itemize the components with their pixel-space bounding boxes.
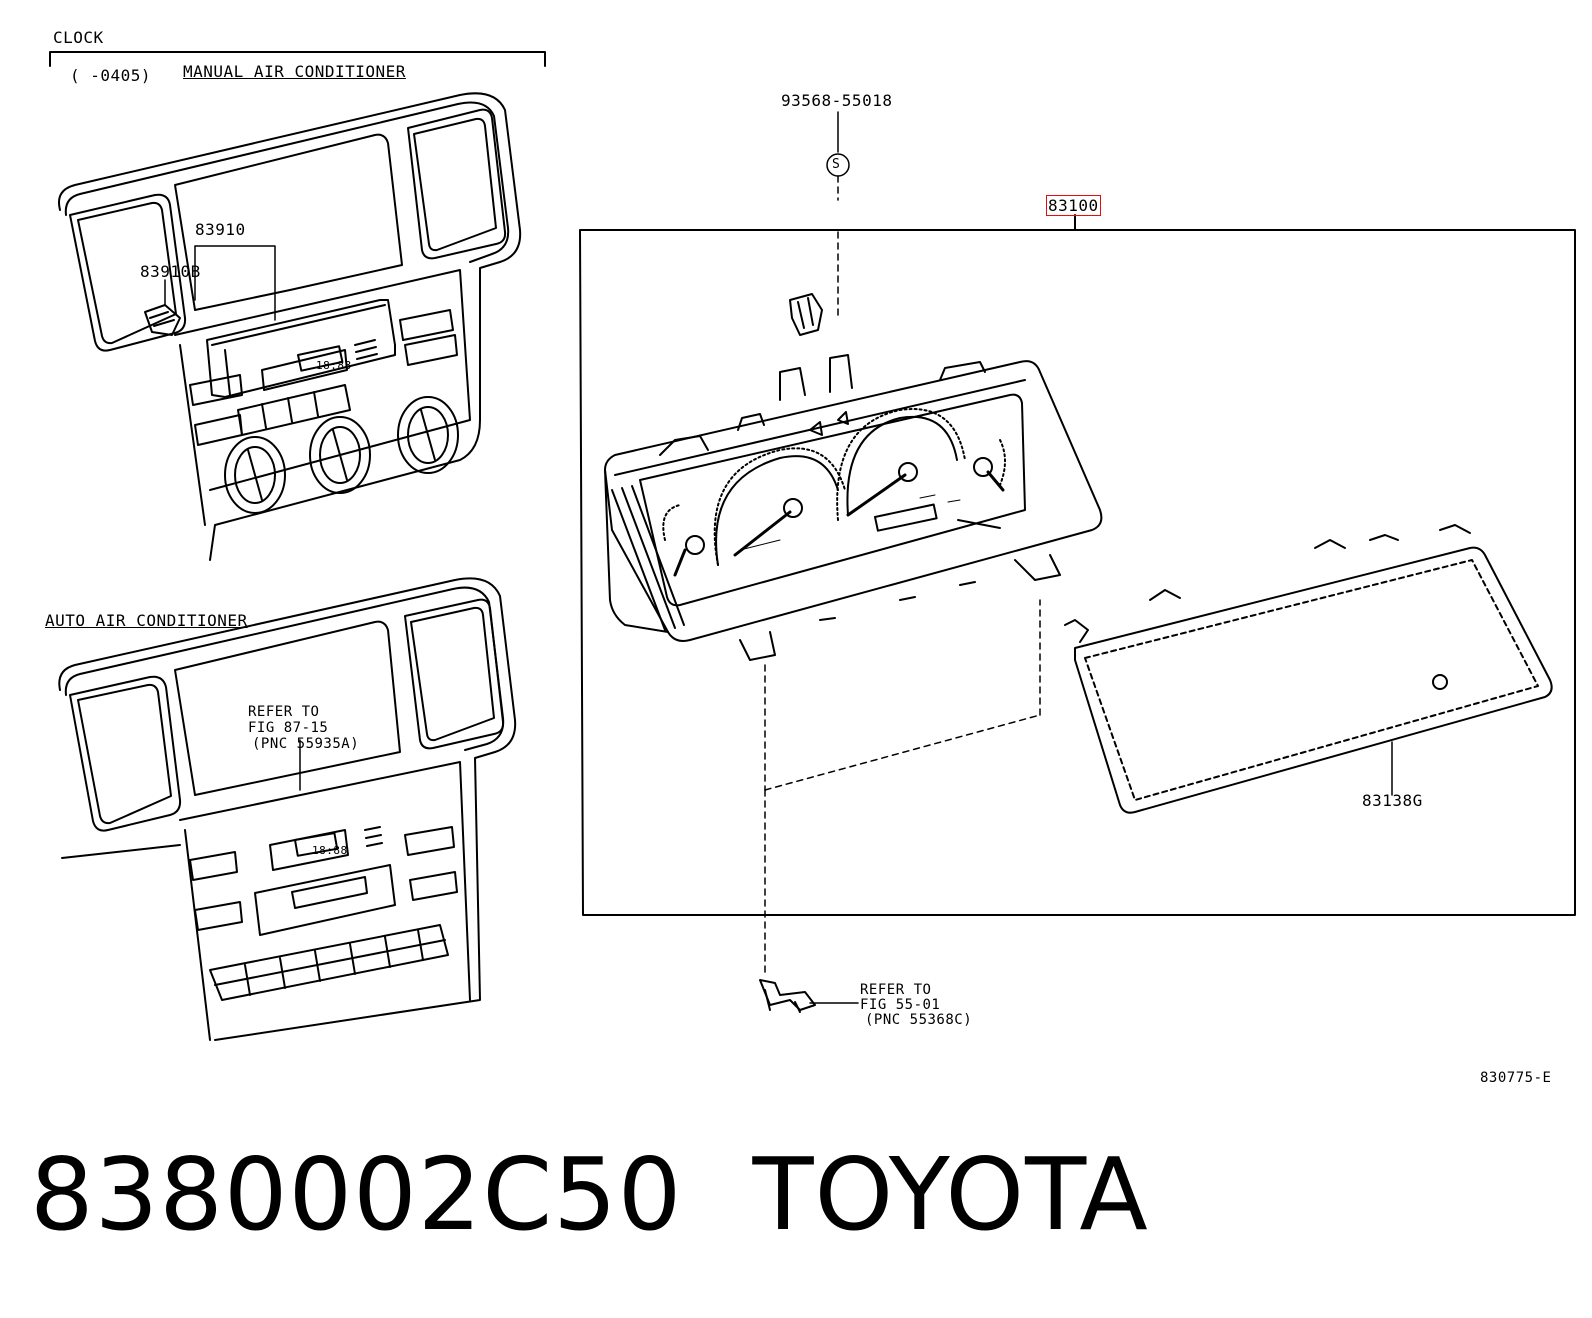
part-label-93568[interactable]: 93568-55018 (781, 91, 893, 110)
refer-auto-line1: REFER TO (248, 704, 320, 720)
refer-bracket-line2: FIG 55-01 (860, 997, 941, 1013)
part-label-83910b[interactable]: 83910B (140, 262, 201, 281)
manual-ac-label: MANUAL AIR CONDITIONER (183, 62, 406, 81)
meter-leaders (764, 599, 1041, 976)
part-label-83910[interactable]: 83910 (195, 220, 246, 239)
screw-symbol: S (832, 157, 841, 172)
meter-group-box (579, 214, 1576, 916)
caption-brand: TOYOTA (752, 1136, 1149, 1253)
meter-glass-illustration (1064, 524, 1553, 814)
diagram-code: 830775-E (1480, 1070, 1552, 1086)
caption-part-number: 8380002C50 (30, 1136, 683, 1253)
clock-display-manual: 18:88 (316, 359, 352, 372)
auto-ac-dash-illustration (58, 577, 517, 1041)
clock-display-auto: 18:88 (312, 844, 348, 857)
part-label-83100-text: 83100 (1046, 195, 1101, 216)
manual-ac-dash-illustration (58, 92, 522, 561)
refer-bracket-line3: (PNC 55368C) (865, 1012, 973, 1028)
refer-auto-line2: FIG 87-15 (248, 720, 329, 736)
part-label-83138g[interactable]: 83138G (1362, 791, 1423, 810)
combination-meter-illustration (604, 354, 1103, 661)
screw-leader (826, 111, 850, 321)
clip-part (789, 293, 823, 336)
clock-header-bracket (49, 51, 546, 67)
leader-83910 (164, 245, 276, 321)
part-label-83100[interactable]: 83100 (1046, 195, 1101, 216)
refer-bracket-line1: REFER TO (860, 982, 932, 998)
bracket-part (759, 979, 816, 1013)
auto-ac-label: AUTO AIR CONDITIONER (45, 611, 248, 630)
section-title: CLOCK (53, 28, 104, 47)
refer-auto-line3: (PNC 55935A) (252, 736, 360, 752)
clock-range-label: ( -0405) (70, 66, 152, 85)
